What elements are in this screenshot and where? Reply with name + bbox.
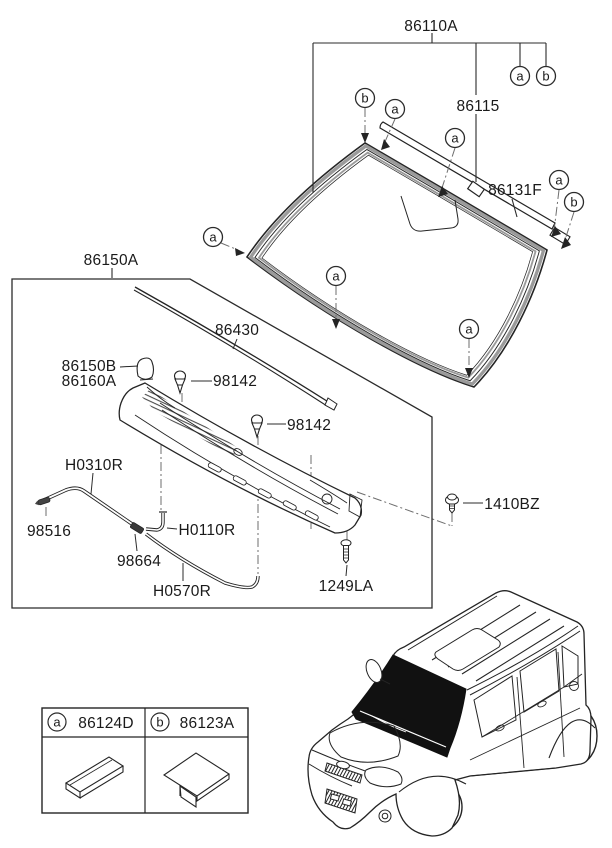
screw-1410bz [445, 493, 459, 514]
callout-circle-a: a [509, 65, 531, 87]
mirror-bracket-notch [400, 195, 459, 232]
label-cowl-assy: 86150A [84, 252, 139, 269]
callout-letter: a [451, 131, 459, 146]
cowl-drain-slots [207, 462, 319, 521]
legend-letter-a: a [53, 715, 61, 730]
callout-circle-b: b [354, 87, 376, 109]
legend-part-b: 86123A [180, 715, 235, 732]
car-headlight [364, 766, 403, 788]
legend-part-a: 86124D [78, 715, 134, 732]
arrowheads [235, 133, 571, 378]
label-bolt: 1249LA [319, 578, 374, 595]
hose-h0310r [43, 486, 134, 526]
car-mirror [365, 659, 391, 685]
callout-letter: a [332, 269, 340, 284]
hose-h0570r [144, 532, 260, 590]
label-connector: 98664 [117, 553, 161, 570]
part-labels: 86110A 86115 86131F 86150A 86430 86150B … [27, 18, 542, 600]
label-clip-a: 86160A [62, 373, 117, 390]
callout-letter: a [516, 69, 524, 84]
pad-86115 [466, 180, 486, 198]
label-clip-98142-1: 98142 [213, 373, 257, 390]
callout-letter: b [570, 195, 577, 210]
callout-letter: a [209, 230, 217, 245]
legend-letter-b: b [156, 715, 163, 730]
legend-pad-a-sketch [64, 756, 125, 800]
callout-lines-top [312, 33, 547, 218]
cowl-panel [118, 382, 363, 534]
car-grille [324, 762, 363, 784]
callout-letter: b [542, 69, 549, 84]
callout-letter: a [555, 173, 563, 188]
car-fog-lamp [378, 809, 392, 823]
label-hose-rear: H0570R [153, 583, 211, 600]
sunroof [434, 628, 501, 671]
valve-98516 [34, 496, 51, 506]
callout-circles: b a a a b a b a a a [202, 65, 585, 340]
windshield-glass [246, 142, 548, 388]
callout-circle-a: a [384, 98, 406, 120]
car-side-windows [473, 645, 579, 738]
bolt-1249la [340, 539, 352, 564]
callout-circle-a: a [202, 226, 224, 248]
cowl-section-box [11, 268, 433, 609]
label-pad: 86115 [457, 98, 500, 115]
callout-letter: b [361, 91, 368, 106]
callout-circle-a: a [548, 169, 570, 191]
callout-circle-a: a [458, 318, 480, 340]
car-roof [407, 595, 581, 696]
label-hose-front: H0310R [65, 457, 123, 474]
label-moulding: 86131F [488, 182, 542, 199]
label-screw: 1410BZ [484, 496, 540, 513]
legend-pad-b-sketch [163, 752, 230, 809]
label-windshield-assy: 86110A [404, 18, 458, 35]
callout-circle-b: b [563, 191, 585, 213]
legend-table: a 86124D b 86123A [41, 707, 249, 814]
callout-letter: a [391, 102, 399, 117]
label-hose-mid: H0110R [179, 522, 236, 539]
vehicle-illustration [307, 590, 598, 837]
callout-circle-a: a [444, 127, 466, 149]
car-side-details [398, 651, 596, 793]
cowl-top-strip-86430 [133, 286, 338, 411]
hose-leaders [90, 472, 184, 581]
label-clip-98142-2: 98142 [287, 417, 331, 434]
connector-98664 [130, 522, 144, 534]
car-front-details [308, 721, 403, 823]
clip-86150b-86160a [119, 357, 155, 381]
clip-98142-2 [250, 414, 264, 439]
label-clip-b: 86150B [62, 358, 117, 375]
hose-h0110r [145, 511, 167, 532]
kia-badge [336, 760, 350, 770]
cowl-grille-hatch [142, 389, 238, 457]
label-valve: 98516 [27, 523, 71, 540]
clip-98142-1 [173, 370, 187, 395]
callout-letter: a [465, 322, 473, 337]
callout-circle-b: b [535, 65, 557, 87]
label-cowl-strip: 86430 [215, 322, 259, 339]
callout-circle-a: a [325, 265, 347, 287]
